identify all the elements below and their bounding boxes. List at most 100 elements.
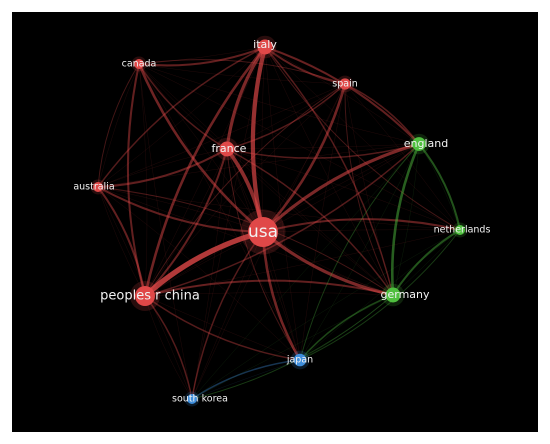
edge-germany-japan — [299, 294, 394, 361]
faint-edge-spain-germany — [344, 83, 394, 296]
faint-edge-usa-australia — [97, 186, 264, 233]
edge-usa-japan — [261, 230, 302, 362]
edge-spain-germany — [344, 83, 394, 296]
faint-edge-australia-japan — [97, 186, 301, 361]
edge-china-spain — [144, 83, 346, 297]
faint-edge-canada-england — [138, 63, 420, 145]
node-spain[interactable] — [339, 78, 351, 90]
faint-edge-italy-southkorea — [191, 46, 266, 400]
node-germany[interactable] — [385, 287, 401, 303]
faint-edge-china-canada — [138, 63, 148, 297]
faint-edge-italy-canada — [138, 46, 266, 65]
faint-edge-usa-spain — [262, 83, 346, 233]
faint-edge-canada-japan — [138, 63, 301, 361]
faint-edge-england-germany — [392, 143, 420, 296]
node-england[interactable] — [412, 137, 426, 151]
faint-edge-spain-australia — [97, 83, 346, 188]
faint-edge-france-netherlands — [226, 148, 461, 231]
edge-china-germany — [143, 279, 395, 298]
node-southkorea[interactable] — [187, 394, 197, 404]
node-label-southkorea: south korea — [172, 394, 228, 405]
node-france[interactable] — [219, 141, 235, 157]
faint-edge-china-netherlands — [144, 229, 461, 297]
node-canada[interactable] — [134, 59, 144, 69]
node-netherlands[interactable] — [455, 225, 465, 235]
faint-edge-germany-japan — [299, 294, 394, 361]
faint-edge-italy-netherlands — [264, 46, 461, 231]
faint-edge-france-england — [226, 143, 420, 150]
faint-edge-canada-netherlands — [138, 63, 461, 231]
edge-spain-england — [344, 83, 420, 145]
faint-edge-usa-germany — [262, 231, 394, 296]
node-italy[interactable] — [257, 39, 273, 55]
faint-edge-england-japan — [299, 143, 420, 361]
edge-usa-southkorea — [191, 231, 264, 400]
faint-edge-canada-southkorea — [138, 63, 193, 400]
edge-italy-france — [225, 45, 267, 151]
edge-usa-germany — [261, 230, 395, 297]
edge-japan-southkorea — [191, 359, 301, 400]
node-label-canada: canada — [122, 59, 157, 70]
faint-edge-italy-japan — [264, 46, 301, 361]
edge-england-germany — [390, 142, 421, 297]
node-label-italy: italy — [253, 38, 277, 51]
faint-edge-usa-canada — [138, 63, 264, 233]
edge-usa-netherlands — [261, 218, 462, 234]
edge-france-australia — [96, 147, 229, 189]
faint-edge-italy-australia — [97, 46, 266, 188]
faint-edge-england-netherlands — [418, 143, 461, 231]
edge-germany-netherlands — [391, 228, 462, 297]
faint-edge-china-southkorea — [144, 295, 193, 400]
node-label-netherlands: netherlands — [434, 225, 491, 236]
faint-edge-france-spain — [226, 83, 346, 150]
faint-edge-usa-southkorea — [191, 231, 264, 400]
faint-edge-netherlands-japan — [299, 229, 461, 361]
edge-china-canada — [126, 62, 147, 298]
edge-italy-netherlands — [264, 46, 461, 231]
edge-england-japan — [299, 143, 420, 361]
faint-edge-china-japan — [144, 295, 301, 361]
node-label-germany: germany — [380, 288, 430, 301]
edge-canada-australia — [97, 63, 140, 188]
node-label-australia: australia — [73, 182, 114, 193]
faint-edge-france-southkorea — [191, 148, 228, 400]
node-china[interactable] — [135, 286, 155, 306]
edge-china-australia — [96, 185, 147, 298]
faint-edge-spain-england — [344, 83, 420, 145]
edge-france-canada — [138, 63, 228, 150]
faint-edge-australia-england — [97, 143, 420, 188]
faint-edge-germany-southkorea — [191, 294, 394, 400]
faint-edge-usa-italy — [261, 46, 266, 233]
edge-italy-australia — [97, 46, 266, 188]
faint-edge-france-germany — [226, 148, 394, 296]
edge-china-southkorea — [144, 295, 193, 400]
faint-edge-china-england — [144, 143, 420, 297]
node-label-france: france — [212, 142, 247, 155]
edge-canada-spain — [138, 59, 346, 85]
faint-edge-china-france — [144, 148, 228, 297]
edge-china-england — [144, 143, 420, 297]
edge-france-england — [226, 143, 420, 159]
faint-edge-usa-china — [144, 231, 264, 297]
faint-edge-usa-england — [262, 143, 420, 233]
node-australia[interactable] — [93, 182, 103, 192]
faint-edge-canada-spain — [138, 63, 346, 85]
node-usa[interactable] — [248, 217, 278, 247]
faint-edge-italy-france — [226, 46, 266, 150]
node-japan[interactable] — [293, 353, 307, 367]
faint-edge-china-germany — [144, 292, 394, 297]
faint-edge-italy-spain — [264, 46, 346, 85]
edge-usa-australia — [96, 185, 265, 234]
faint-edge-spain-netherlands — [344, 83, 461, 231]
node-label-usa: usa — [248, 222, 278, 242]
faint-edge-china-spain — [144, 83, 346, 297]
faint-edge-england-southkorea — [191, 143, 420, 400]
edge-china-italy — [143, 45, 267, 298]
node-label-china: peoples r china — [100, 289, 200, 304]
edge-china-japan — [144, 295, 301, 361]
network-nodes — [90, 35, 468, 407]
edge-france-germany — [226, 148, 394, 296]
edge-netherlands-japan — [299, 229, 461, 361]
